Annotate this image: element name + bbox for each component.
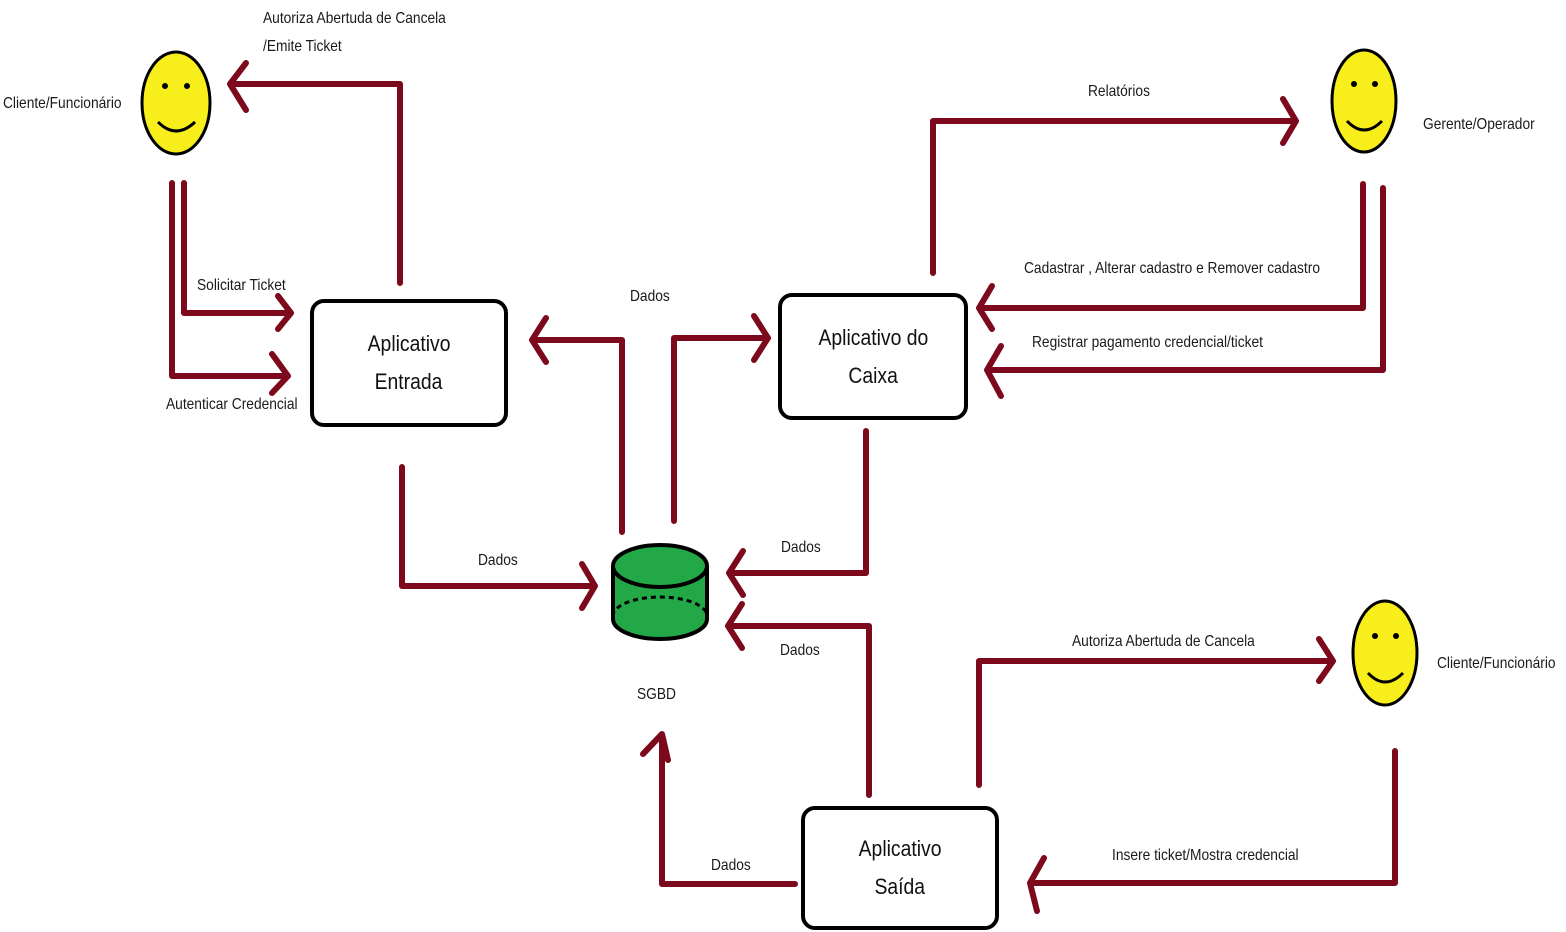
arrow-solicitar-ticket [181, 180, 294, 332]
flow-insere-ticket: Insere ticket/Mostra credencial [1112, 847, 1299, 864]
smiley-cliente-bottom-icon [1351, 599, 1419, 707]
actor-cliente-top-label: Cliente/Funcionário [3, 95, 122, 112]
arrow-caixa-db [726, 428, 869, 598]
flow-relatorios: Relatórios [1088, 83, 1150, 100]
process-caixa-line2: Caixa [848, 362, 898, 388]
flow-autoriza-top-line2: /Emite Ticket [263, 38, 342, 55]
process-caixa-line1: Aplicativo do [818, 324, 928, 350]
flow-dados-caixa-db: Dados [781, 539, 821, 556]
arrow-saida-db [725, 601, 872, 798]
arrow-entrada-db [399, 464, 598, 611]
arrow-cadastrar [976, 181, 1366, 332]
arrow-autenticar [169, 180, 291, 396]
flow-dados-entrada-db: Dados [478, 552, 518, 569]
database-label: SGBD [637, 686, 676, 703]
flow-autoriza-bottom: Autoriza Abertuda de Cancela [1072, 633, 1255, 650]
process-entrada-line1: Aplicativo [367, 331, 451, 356]
flow-dados-saida-left: Dados [711, 857, 751, 874]
arrow-autoriza-bottom [976, 636, 1336, 788]
flow-autenticar-credencial: Autenticar Credencial [166, 396, 298, 413]
process-aplicativo-caixa: Aplicativo do Caixa [778, 293, 968, 420]
actor-cliente-bottom-label: Cliente/Funcionário [1437, 655, 1556, 672]
process-saida-line2: Saída [874, 874, 926, 899]
arrow-saida-left [640, 731, 798, 887]
arrow-insere-ticket [1027, 748, 1398, 914]
process-aplicativo-saida: Aplicativo Saída [801, 806, 999, 930]
arrow-db-entrada [529, 315, 625, 535]
arrow-registrar [984, 185, 1386, 399]
flow-dados-db-apps: Dados [630, 288, 670, 305]
flow-autoriza-top-line1: Autoriza Abertuda de Cancela [263, 10, 446, 27]
flow-solicitar-ticket: Solicitar Ticket [197, 277, 286, 294]
database-icon [611, 543, 709, 641]
process-entrada-line2: Entrada [375, 369, 443, 394]
arrow-db-caixa [671, 313, 771, 524]
arrow-relatorios [930, 96, 1299, 276]
process-aplicativo-entrada: Aplicativo Entrada [310, 299, 508, 427]
arrow-autoriza-top [227, 60, 403, 286]
smiley-cliente-top-icon [140, 50, 212, 156]
flow-dados-saida-db: Dados [780, 642, 820, 659]
flow-cadastrar: Cadastrar , Alterar cadastro e Remover c… [1024, 260, 1320, 277]
process-saida-line1: Aplicativo [858, 836, 942, 861]
smiley-gerente-icon [1330, 48, 1398, 154]
actor-gerente-label: Gerente/Operador [1423, 116, 1535, 133]
flow-registrar-pagamento: Registrar pagamento credencial/ticket [1032, 334, 1263, 351]
